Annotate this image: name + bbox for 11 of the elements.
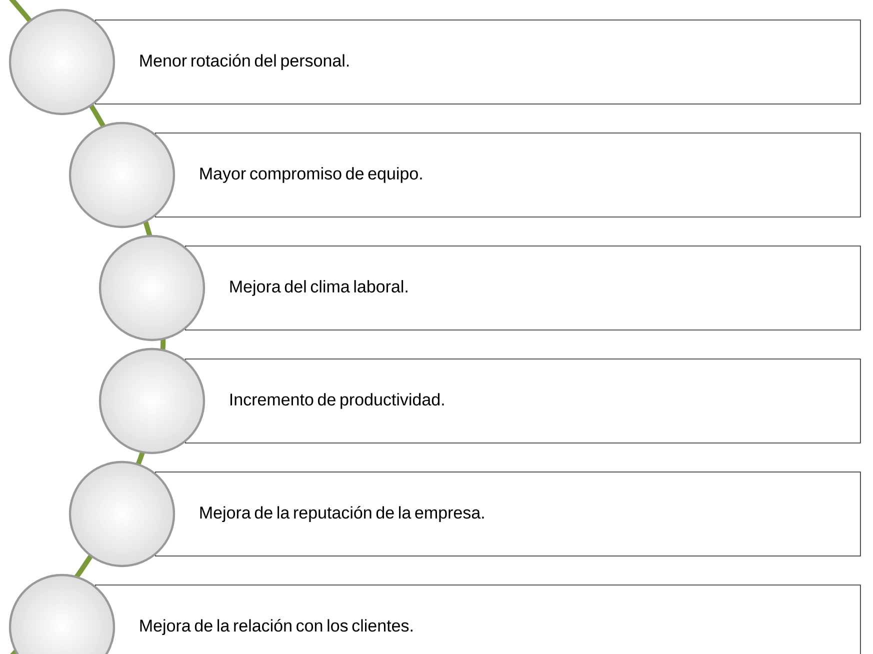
circle — [68, 122, 176, 228]
circle — [68, 460, 176, 568]
circle — [98, 348, 206, 454]
text-box: Menor rotación del personal. — [95, 20, 861, 104]
text-box: Incremento de productividad. — [185, 358, 861, 444]
circle — [98, 234, 206, 342]
text-box: Mejora del clima laboral. — [185, 246, 861, 330]
circle — [8, 8, 116, 116]
text-box: Mayor compromiso de equipo. — [155, 132, 861, 218]
text-box: Mejora de la relación con los clientes. — [95, 584, 861, 654]
text-box: Mejora de la reputación de la empresa. — [155, 472, 861, 556]
